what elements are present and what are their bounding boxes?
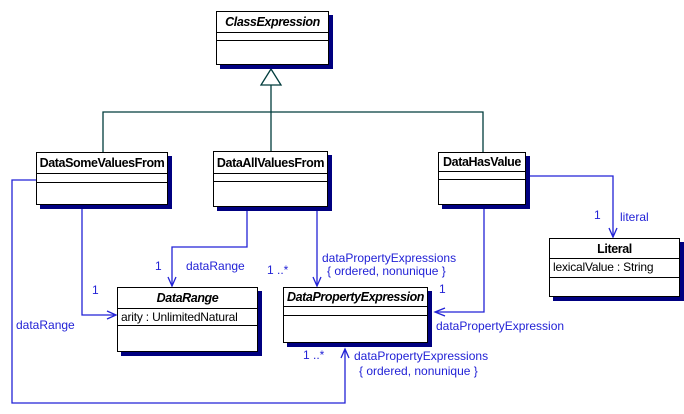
class-title: DataHasValue — [443, 155, 521, 169]
arrowhead-left-dpe-icon — [433, 307, 446, 317]
class-title: Literal — [597, 241, 632, 256]
edge-somevalues-to-datarange — [81, 208, 114, 316]
association-edges — [11, 175, 618, 404]
constraint-label-allvalues-dpe: { ordered, nonunique } — [327, 264, 446, 278]
edge-hasvalue-to-dpe — [436, 208, 485, 313]
multiplicity-label-hasvalue-literal: 1 — [594, 208, 601, 222]
attributes-compartment — [217, 32, 328, 41]
role-label-hasvalue-dpe: dataPropertyExpression — [436, 319, 565, 333]
constraint-label-somevalues-dpe: { ordered, nonunique } — [359, 364, 478, 378]
class-dataallvaluesfrom: DataAllValuesFrom — [213, 151, 328, 207]
operations-compartment — [439, 179, 525, 204]
class-datarange: DataRange arity : UnlimitedNatural — [117, 287, 258, 352]
arrowhead-right-datarange-icon — [106, 310, 118, 320]
class-datapropertyexpression: DataPropertyExpression — [283, 287, 428, 343]
class-title: ClassExpression — [225, 15, 320, 29]
role-label-allvalues-datarange: dataRange — [186, 259, 245, 273]
arrowhead-down-datarange-icon — [167, 276, 177, 288]
class-literal: Literal lexicalValue : String — [549, 238, 680, 297]
operations-compartment — [37, 182, 167, 204]
attributes-compartment — [214, 173, 327, 182]
class-datahasvalue: DataHasValue — [438, 152, 526, 205]
class-title: DataPropertyExpression — [286, 290, 425, 304]
class-title: DataAllValuesFrom — [216, 155, 325, 170]
attributes-compartment: lexicalValue : String — [550, 258, 679, 278]
edge-hasvalue-to-literal — [527, 175, 614, 235]
attributes-compartment — [439, 171, 525, 180]
edge-somevalues-to-dpe — [11, 179, 346, 404]
arrowhead-down-literal-icon — [608, 227, 618, 239]
multiplicity-label-somevalues-datarange: 1 — [92, 283, 99, 297]
attributes-compartment: arity : UnlimitedNatural — [118, 308, 257, 326]
operations-compartment — [550, 277, 679, 296]
multiplicity-label-allvalues-dpe: 1 ..* — [267, 263, 289, 277]
class-title: DataRange — [156, 291, 219, 305]
multiplicity-label-somevalues-dpe: 1 ..* — [303, 348, 325, 362]
role-label-somevalues-dpe: dataPropertyExpressions — [354, 349, 489, 363]
arrowhead-down-dpe-icon — [312, 276, 322, 288]
operations-compartment — [284, 315, 427, 342]
class-classexpression: ClassExpression — [216, 11, 329, 65]
generalization-edges — [102, 67, 484, 152]
multiplicity-label-allvalues-datarange: 1 — [155, 259, 162, 273]
operations-compartment — [214, 181, 327, 206]
role-label-somevalues-datarange: dataRange — [16, 318, 75, 332]
role-label-allvalues-dpe: dataPropertyExpressions — [322, 251, 457, 265]
multiplicity-label-hasvalue-dpe: 1 — [439, 282, 446, 296]
edge-allvalues-to-datarange — [171, 208, 248, 285]
generalization-branch-line — [102, 111, 484, 152]
class-title: DataSomeValuesFrom — [39, 156, 165, 170]
operations-compartment — [217, 40, 328, 64]
attributes-compartment — [37, 173, 167, 183]
attributes-compartment — [284, 306, 427, 316]
generalization-triangle-icon — [259, 67, 283, 86]
role-label-hasvalue-literal: literal — [620, 210, 649, 224]
operations-compartment — [118, 325, 257, 351]
class-datasomevaluesfrom: DataSomeValuesFrom — [36, 152, 168, 205]
arrowhead-up-dpe-icon — [340, 347, 350, 359]
